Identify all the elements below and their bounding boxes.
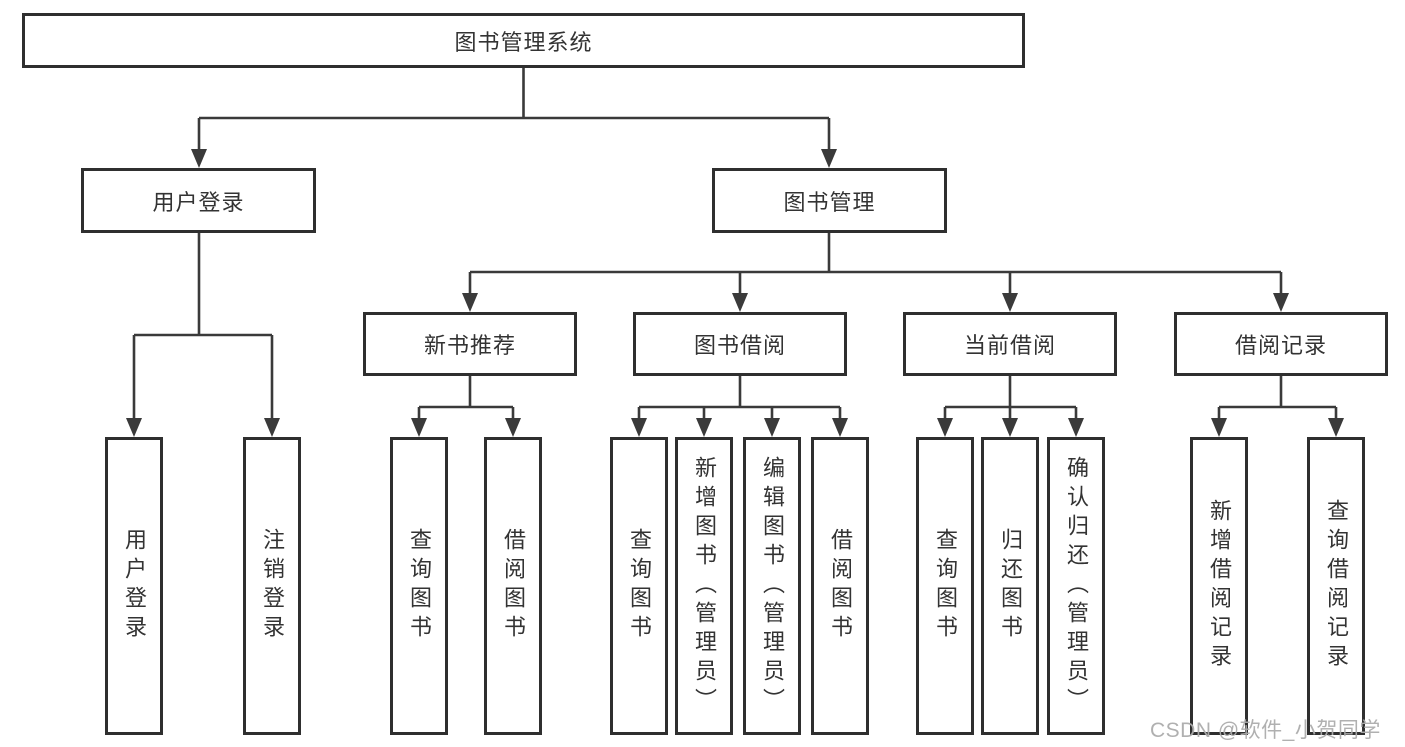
arrowhead-icon: [191, 149, 207, 168]
leaf-rec-query-book-label: 查询图书: [407, 528, 432, 644]
leaf-br-add-record-label: 新增借阅记录: [1207, 499, 1232, 673]
arrowhead-icon: [732, 293, 748, 312]
leaf-bb-borrow-book-label: 借阅图书: [828, 528, 853, 644]
leaf-bb-edit-book-admin: 编辑图书（管理员）: [743, 437, 801, 735]
leaf-bb-query-book-label: 查询图书: [627, 528, 652, 644]
node-book-borrow-label: 图书借阅: [693, 333, 786, 358]
arrowhead-icon: [631, 418, 647, 437]
arrowhead-icon: [264, 418, 280, 437]
arrowhead-icon: [1068, 418, 1084, 437]
leaf-rec-borrow-book-label: 借阅图书: [501, 528, 526, 644]
arrowhead-icon: [1002, 293, 1018, 312]
leaf-cb-query-book: 查询图书: [916, 437, 974, 735]
node-book-management: 图书管理: [712, 168, 947, 233]
node-root: 图书管理系统: [22, 13, 1025, 68]
arrowhead-icon: [937, 418, 953, 437]
leaf-br-add-record: 新增借阅记录: [1190, 437, 1248, 735]
node-book-management-label: 图书管理: [783, 189, 876, 215]
leaf-rec-borrow-book: 借阅图书: [484, 437, 542, 735]
node-current-borrow-label: 当前借阅: [963, 333, 1056, 358]
leaf-rec-query-book: 查询图书: [390, 437, 448, 735]
arrowhead-icon: [832, 418, 848, 437]
arrowhead-icon: [1002, 418, 1018, 437]
leaf-cb-return-book-label: 归还图书: [998, 528, 1023, 644]
leaf-br-query-record-label: 查询借阅记录: [1324, 499, 1349, 673]
csdn-watermark: CSDN @软件_小贺同学: [1150, 719, 1381, 742]
node-user-login: 用户登录: [81, 168, 316, 233]
leaf-bb-add-book-admin-label: 新增图书（管理员）: [692, 455, 717, 717]
arrowhead-icon: [821, 149, 837, 168]
leaf-logout-label: 注销登录: [260, 528, 285, 644]
node-book-borrow: 图书借阅: [633, 312, 847, 376]
node-new-book-recommend: 新书推荐: [363, 312, 577, 376]
leaf-bb-edit-book-admin-label: 编辑图书（管理员）: [760, 455, 785, 717]
arrowhead-icon: [1328, 418, 1344, 437]
arrowhead-icon: [462, 293, 478, 312]
arrowhead-icon: [126, 418, 142, 437]
leaf-logout: 注销登录: [243, 437, 301, 735]
leaf-cb-return-book: 归还图书: [981, 437, 1039, 735]
leaf-bb-query-book: 查询图书: [610, 437, 668, 735]
arrowheads: [126, 149, 1344, 437]
node-borrow-records: 借阅记录: [1174, 312, 1388, 376]
arrowhead-icon: [411, 418, 427, 437]
arrowhead-icon: [764, 418, 780, 437]
leaf-user-login-label: 用户登录: [122, 528, 147, 644]
arrowhead-icon: [1211, 418, 1227, 437]
arrowhead-icon: [505, 418, 521, 437]
node-borrow-records-label: 借阅记录: [1234, 333, 1327, 358]
node-root-label: 图书管理系统: [454, 29, 593, 55]
leaf-cb-query-book-label: 查询图书: [933, 528, 958, 644]
node-new-book-recommend-label: 新书推荐: [423, 333, 516, 358]
node-user-login-label: 用户登录: [152, 189, 245, 215]
arrowhead-icon: [696, 418, 712, 437]
leaf-bb-borrow-book: 借阅图书: [811, 437, 869, 735]
leaf-cb-confirm-return-admin: 确认归还（管理员）: [1047, 437, 1105, 735]
node-current-borrow: 当前借阅: [903, 312, 1117, 376]
leaf-user-login: 用户登录: [105, 437, 163, 735]
leaf-bb-add-book-admin: 新增图书（管理员）: [675, 437, 733, 735]
leaf-br-query-record: 查询借阅记录: [1307, 437, 1365, 735]
branch-paths: [132, 68, 1338, 420]
arrowhead-icon: [1273, 293, 1289, 312]
leaf-cb-confirm-return-admin-label: 确认归还（管理员）: [1064, 455, 1089, 717]
